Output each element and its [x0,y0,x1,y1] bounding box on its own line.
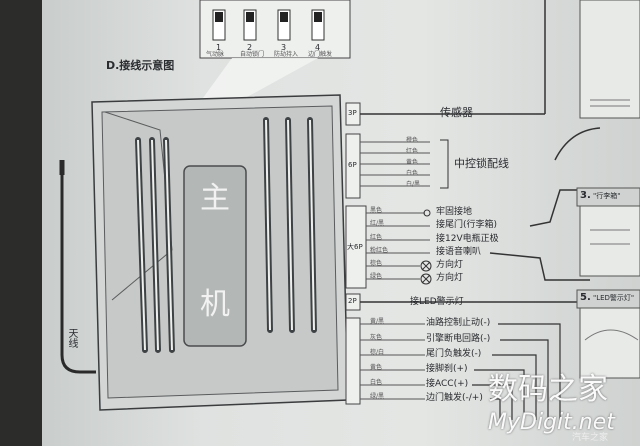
antenna-wire [60,175,96,374]
bottom-color-2: 棕/白 [370,349,385,356]
big-line-1: 接尾门(行李箱) [436,220,498,230]
callout-beam [200,58,318,102]
connector-6p-bottom [345,317,361,405]
bottom-line-3: 接脚刹(+) [426,364,468,374]
dip-label-1: 1 [216,43,222,52]
sensor-label: 传感器 [440,106,473,119]
section-title: D.接线示意图 [106,59,175,72]
wire-color-6p-1: 红色 [406,148,419,155]
dip-label-3: 3 [281,43,287,52]
bottom-color-0: 黄/黑 [370,318,385,325]
big-color-4: 棕色 [370,260,383,267]
bottom-color-5: 绿/黑 [370,393,385,400]
central-lock-label: 中控锁配线 [454,157,509,170]
wire-color-6p-2: 黄色 [406,159,419,166]
bottom-line-0: 油路控制止动(-) [426,318,491,328]
watermark-line-2: MyDigit.net [488,410,615,435]
big-line-2: 接12V电瓶正极 [436,234,499,244]
big-color-3: 粉红色 [370,247,389,254]
wire-color-6p-3: 白色 [406,170,419,177]
unit-char-1: 主 [200,181,230,216]
right-box-3-label: "行李箱" [593,192,621,200]
bottom-color-3: 黄色 [370,364,383,371]
connector-label-6p: 6P [348,161,357,169]
right-box-3-number: 3. [580,190,591,201]
connector-label-3p: 3P [348,109,357,117]
dip-caption-1: 气动脉 [206,51,225,58]
led-label: 接LED警示灯 [410,297,464,307]
connector-big-6p [345,205,367,289]
dip-label-4: 4 [315,43,321,52]
bottom-line-2: 尾门负触发(-) [426,349,482,359]
wire-color-6p-4: 白/黑 [406,181,421,188]
dip-label-2: 2 [247,43,253,52]
dip-caption-3: 防劫持入 [274,51,299,58]
big-line-5: 方向灯 [436,273,464,283]
big-line-3: 接语音喇叭 [436,247,482,257]
right-box-5-number: 5. [580,292,591,303]
connector-label-big6p: 大6P [347,243,363,251]
bottom-color-4: 白色 [370,379,383,386]
big-color-5: 绿色 [370,273,383,280]
wire-color-6p-0: 橙色 [406,137,419,144]
big-color-0: 黑色 [370,207,383,214]
connector-label-2p: 2P [348,297,357,305]
bottom-line-5: 边门触发(-/+) [426,393,483,403]
right-box-5-label: "LED警示灯" [593,294,635,302]
unit-char-2: 机 [200,287,230,322]
bottom-line-4: 接ACC(+) [426,379,469,389]
dip-caption-4: 边门触发 [308,51,333,58]
antenna-label: 天线 [66,328,77,348]
watermark-line-3: 汽车之家 [572,433,609,443]
bottom-color-1: 灰色 [370,334,383,341]
connector-6p [345,133,361,199]
big-line-0: 牢固接地 [436,207,473,217]
dip-caption-2: 自动锁门 [240,51,265,58]
bottom-line-1: 引擎断电回路(-) [426,334,491,344]
watermark: 数码之家 MyDigit.net [488,364,615,435]
big-color-1: 红/黑 [370,220,385,227]
big-color-2: 红色 [370,234,383,241]
big-line-4: 方向灯 [436,260,464,270]
unit-label-plate [183,165,247,347]
watermark-line-1: 数码之家 [488,372,608,407]
